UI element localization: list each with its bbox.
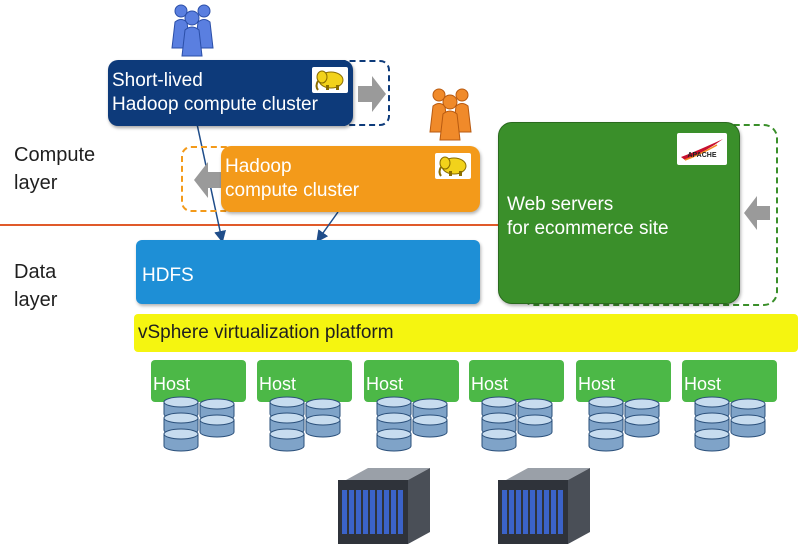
data-layer-label: Data layer: [14, 258, 57, 314]
apache-logo-text: APACHE: [687, 152, 717, 159]
host-box-1: Host: [151, 360, 246, 402]
storage-array-icon: [338, 468, 430, 544]
host-box-3: Host: [364, 360, 459, 402]
hadoop-cluster-box: Hadoop compute cluster: [221, 146, 480, 212]
apache-feather-icon: APACHE: [677, 133, 727, 165]
short-lived-line2: Hadoop compute cluster: [112, 94, 318, 115]
disk-stack-icon: [481, 396, 553, 452]
hadoop-elephant-icon: [435, 153, 471, 179]
data-layer-line1: Data: [14, 261, 57, 283]
host-label: Host: [471, 374, 509, 394]
hdfs-box: HDFS: [136, 240, 480, 304]
hadoop-line2: compute cluster: [225, 180, 360, 201]
users-icon-orange: [429, 88, 472, 141]
arrow-left-icon: [744, 196, 770, 230]
disk-stack-icon: [694, 396, 766, 452]
host-label: Host: [259, 374, 297, 394]
host-label: Host: [578, 374, 616, 394]
disk-stack-icon: [588, 396, 660, 452]
compute-layer-line2: layer: [14, 172, 58, 194]
host-box-5: Host: [576, 360, 671, 402]
arrow-left-icon: [194, 162, 222, 198]
storage-array-icon: [498, 468, 590, 544]
short-lived-line1: Short-lived: [112, 70, 203, 91]
compute-layer-line1: Compute: [14, 144, 96, 166]
disk-stack-icon: [376, 396, 448, 452]
hdfs-label: HDFS: [142, 265, 194, 286]
host-label: Host: [366, 374, 404, 394]
users-icon-blue: [171, 4, 214, 57]
host-label: Host: [684, 374, 722, 394]
connector-arrow-right: [316, 211, 339, 243]
web-servers-box: Web servers for ecommerce site APACHE: [498, 122, 740, 304]
web-line2: for ecommerce site: [507, 218, 669, 239]
short-lived-cluster-box: Short-lived Hadoop compute cluster: [108, 60, 353, 126]
host-box-4: Host: [469, 360, 564, 402]
disk-stack-icon: [269, 396, 341, 452]
vsphere-platform-bar: vSphere virtualization platform: [134, 314, 798, 352]
compute-layer-label: Compute layer: [14, 141, 95, 197]
arrow-right-icon: [358, 76, 386, 112]
short-lived-cluster-label: Short-lived Hadoop compute cluster: [112, 69, 318, 117]
hadoop-line1: Hadoop: [225, 156, 292, 177]
vsphere-platform-label: vSphere virtualization platform: [138, 322, 394, 343]
host-box-6: Host: [682, 360, 777, 402]
data-layer-line2: layer: [14, 289, 58, 311]
host-box-2: Host: [257, 360, 352, 402]
host-label: Host: [153, 374, 191, 394]
web-line1: Web servers: [507, 194, 614, 215]
hadoop-elephant-icon: [312, 67, 348, 93]
hadoop-cluster-label: Hadoop compute cluster: [225, 155, 359, 203]
web-servers-label: Web servers for ecommerce site: [507, 193, 669, 241]
disk-stack-icon: [163, 396, 235, 452]
